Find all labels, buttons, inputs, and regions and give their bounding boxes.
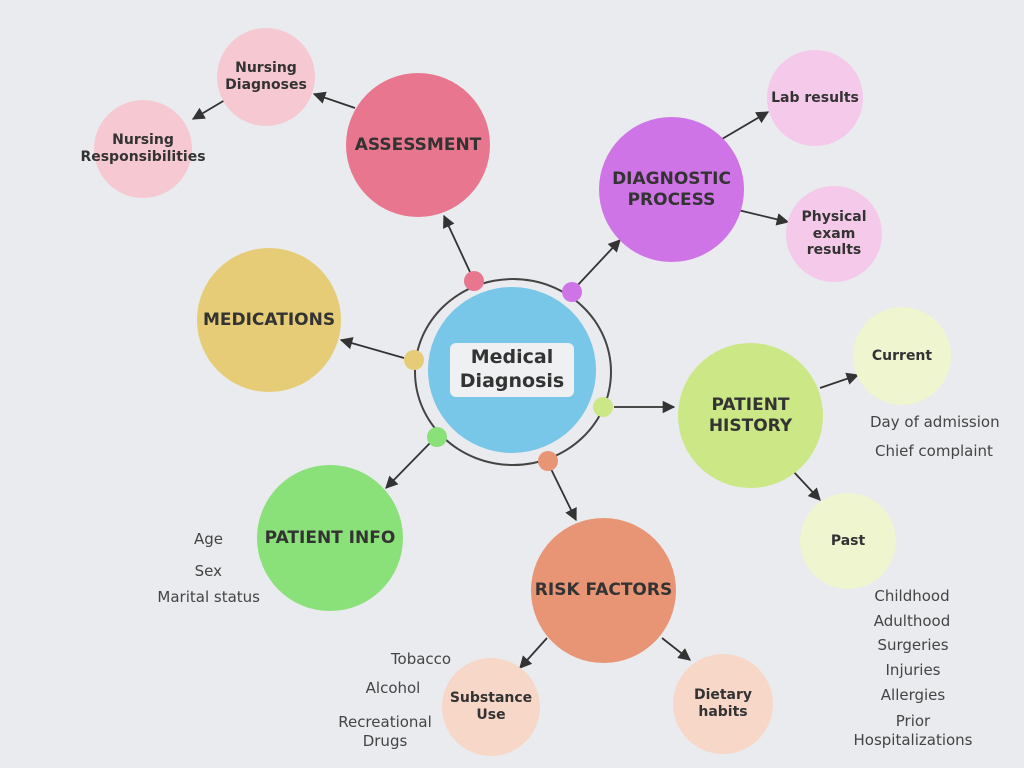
diagnostic-process-node[interactable]: DIAGNOSTIC PROCESS [599,117,744,262]
risk-factors-node[interactable]: RISK FACTORS [531,518,676,663]
arrow-to-medications [339,337,405,359]
diagnostic-process-label-2: PROCESS [627,189,716,210]
physical-exam-label-2: exam results [806,225,862,259]
nursing-diagnoses-label-1: Nursing [235,60,297,77]
patient-info-label: PATIENT INFO [264,527,396,548]
note-surgeries: Surgeries [877,636,949,654]
current-label: Current [871,347,933,364]
nursing-responsibilities-label-2: Responsibilities [80,149,206,165]
note-day-of-admission: Day of admission [870,413,1000,431]
past-label: Past [830,532,866,549]
arrow-to-nursing-responsibilities [191,99,226,120]
note-age: Age [193,530,223,548]
note-alcohol: Alcohol [365,679,421,697]
arrow-to-lab-results [721,111,770,140]
note-marital-status: Marital status [157,588,260,606]
assessment-node[interactable]: ASSESSMENT [346,73,490,217]
substance-use-label-2: Use [476,707,506,723]
note-childhood: Childhood [874,587,950,605]
note-chief-complaint: Chief complaint [875,442,993,460]
dietary-habits-node[interactable]: Dietary habits [673,654,773,754]
arrow-to-assessment [443,214,471,273]
risk-factors-label: RISK FACTORS [534,580,673,601]
arrow-to-nursing-diagnoses [312,91,356,109]
note-sex: Sex [194,562,222,580]
arrow-to-dietary-habits [661,637,691,661]
center-ring [414,278,612,466]
note-prior: Prior [895,712,931,730]
medications-label: MEDICATIONS [202,309,336,330]
dot-diagnostic [562,282,582,302]
arrow-to-substance-use [519,637,548,669]
dietary-habits-label: Dietary habits [693,687,753,720]
physical-exam-node[interactable]: Physical exam results [786,186,882,282]
arrow-to-risk-factors [550,468,577,522]
nursing-responsibilities-node[interactable]: Nursing Responsibilities [80,100,206,198]
patient-history-label-2: HISTORY [708,415,793,436]
current-node[interactable]: Current [853,307,951,405]
note-recreational: Recreational [338,713,432,731]
past-node[interactable]: Past [800,493,896,589]
dot-patient-info [427,427,447,447]
lab-results-label: Lab results [771,89,859,106]
dot-patient-history [593,397,613,417]
nursing-diagnoses-node[interactable]: Nursing Diagnoses [217,28,315,126]
physical-exam-label-1: Physical [801,208,867,225]
center-label-line2: Diagnosis [459,370,565,392]
arrow-to-physical-exam [737,209,790,226]
note-drugs: Drugs [362,732,408,750]
lab-results-node[interactable]: Lab results [767,50,863,146]
note-allergies: Allergies [880,686,946,704]
medications-node[interactable]: MEDICATIONS [197,248,341,392]
center-node[interactable]: Medical Diagnosis [428,287,596,453]
substance-use-label-1: Substance [449,690,533,707]
arrow-to-past [791,469,821,501]
note-tobacco: Tobacco [390,650,452,668]
arrow-to-patient-info [385,442,431,489]
arrow-to-current [819,372,860,389]
nursing-responsibilities-label-1: Nursing [112,132,174,149]
substance-use-node[interactable]: Substance Use [442,658,540,756]
dot-medications [404,350,424,370]
patient-info-node[interactable]: PATIENT INFO [257,465,403,611]
note-injuries: Injuries [885,661,941,679]
patient-history-label-1: PATIENT [711,395,790,416]
center-label-line1: Medical [470,346,554,369]
patient-history-node[interactable]: PATIENT HISTORY [678,343,823,488]
arrow-to-diagnostic-process [575,239,621,288]
dot-risk-factors [538,451,558,471]
center-label: Medical Diagnosis [449,343,575,397]
note-adulthood: Adulthood [873,612,951,630]
diagnostic-process-label-1: DIAGNOSTIC [612,169,731,190]
dot-assessment [464,271,484,291]
assessment-label: ASSESSMENT [354,134,482,155]
note-hospitalizations: Hospitalizations [853,731,973,749]
nursing-diagnoses-label-2: Diagnoses [225,77,307,93]
